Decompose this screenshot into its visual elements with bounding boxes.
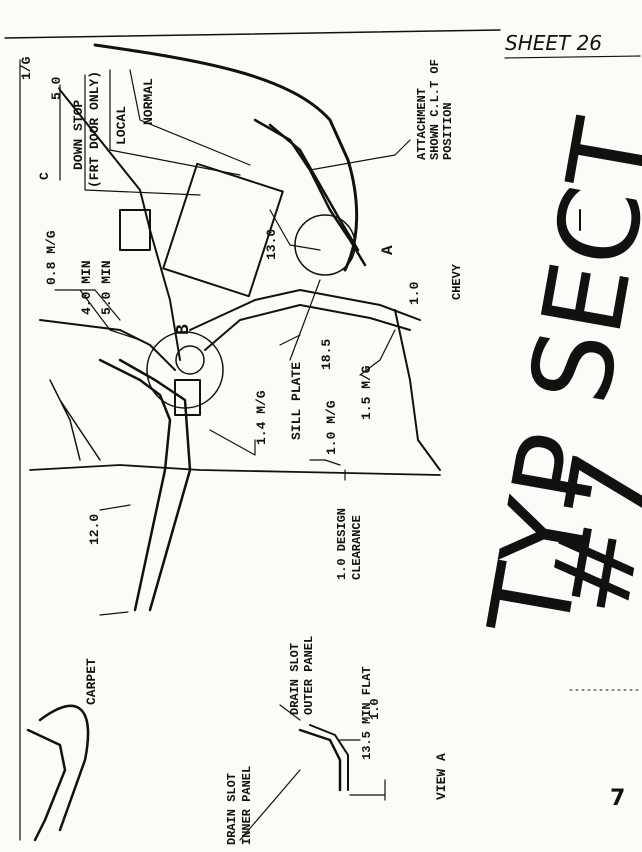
leader-attachment — [309, 139, 411, 171]
door-seal-inner — [268, 123, 360, 252]
label-attachment-3: POSITION — [441, 102, 455, 160]
label-attachment-1: ATTACHMENT — [415, 88, 429, 160]
label-design-clear-1: 1.0 DESIGN — [335, 508, 349, 580]
rocker-bottom — [394, 309, 441, 471]
label-drain-inner-1: DRAIN SLOT — [225, 773, 239, 845]
label-drain-outer-2: OUTER PANEL — [302, 636, 316, 715]
label-13-0: 13.0 — [264, 229, 279, 260]
striker-bracket — [119, 209, 151, 251]
label-callout-b: B — [174, 324, 194, 335]
outer-door-panel — [93, 43, 359, 272]
label-carpet: CARPET — [84, 658, 99, 705]
label-0-8: 0.8 M/G — [44, 230, 59, 285]
label-1-4: 1.4 M/G — [254, 390, 269, 445]
leader-drain-outer — [279, 704, 301, 721]
leader-13-0 — [269, 209, 321, 251]
label-local: LOCAL — [114, 106, 129, 145]
label-view-a: VIEW A — [434, 753, 449, 800]
label-1-0-view: 1.0 — [368, 698, 382, 720]
leader-1-0-mg — [309, 459, 341, 466]
label-5-0: 5.0 — [49, 76, 64, 100]
label-sill-plate: SILL PLATE — [289, 362, 304, 440]
view-a-panel-outer — [26, 728, 67, 842]
detail-circle-a — [294, 214, 356, 276]
label-callout-a: A — [379, 245, 397, 255]
label-attachment-2: SHOWN C.L.T OF — [428, 59, 442, 160]
sill-plate-inner — [204, 304, 411, 351]
rocker-outer — [118, 358, 192, 612]
detail-circle-b — [146, 331, 224, 409]
page-mark: 7 — [610, 786, 625, 811]
label-vg: 1/G — [19, 56, 34, 80]
view-a-slot — [298, 728, 342, 792]
label-design-clear-2: CLEARANCE — [350, 515, 364, 580]
leader-1-5-mg — [359, 329, 396, 376]
label-5-0-min: 5.0 MIN — [99, 260, 114, 315]
rocker-upper — [39, 319, 176, 371]
rocker-inner — [98, 358, 172, 612]
sheet-number: SHEET 26 — [505, 31, 602, 55]
label-frt-door-only: (FRT DOOR ONLY) — [87, 71, 102, 188]
label-18-5: 18.5 — [319, 339, 334, 370]
sheet-underline — [504, 55, 641, 59]
label-12-0: 12.0 — [87, 514, 102, 545]
label-drain-inner-2: INNER PANEL — [240, 766, 254, 845]
label-4-0: 4.0 MIN — [79, 260, 94, 315]
leader-normal — [129, 69, 251, 166]
leader-drain-inner — [239, 769, 301, 841]
label-normal: NORMAL — [141, 78, 156, 125]
label-drain-outer-1: DRAIN SLOT — [288, 643, 302, 715]
label-13-5: 13.5 MIN FLAT — [360, 666, 374, 760]
leader-down-stop — [84, 74, 201, 196]
label-down-stop: DOWN STOP — [71, 100, 86, 170]
leader-4-0 — [79, 289, 141, 341]
leader-carpet — [99, 611, 129, 616]
view-a-slot-inner — [309, 724, 349, 791]
inner-trim — [49, 379, 101, 461]
leader-12-0 — [99, 504, 131, 511]
hinge-block — [162, 162, 284, 298]
leader-0-8 — [54, 289, 121, 321]
sill-plate-line — [189, 289, 421, 331]
label-1-5-mg: 1.5 M/G — [359, 365, 374, 420]
top-border-line — [4, 29, 501, 39]
leader-1-0-view — [349, 779, 386, 801]
leader-18-5 — [289, 279, 321, 361]
leader-sill-plate — [279, 334, 301, 346]
label-1-0-chevy: 1.0 — [407, 281, 422, 305]
floor-line — [29, 464, 441, 476]
leader-1-4 — [209, 429, 256, 456]
drain-hole — [175, 345, 205, 375]
label-chevy: CHEVY — [450, 263, 464, 300]
label-1-0-mg: 1.0 M/G — [324, 400, 339, 455]
view-a-panel-curve — [38, 704, 90, 832]
label-c-mark: C — [37, 172, 52, 180]
clip-detail — [174, 379, 201, 416]
leader-local — [109, 69, 241, 176]
